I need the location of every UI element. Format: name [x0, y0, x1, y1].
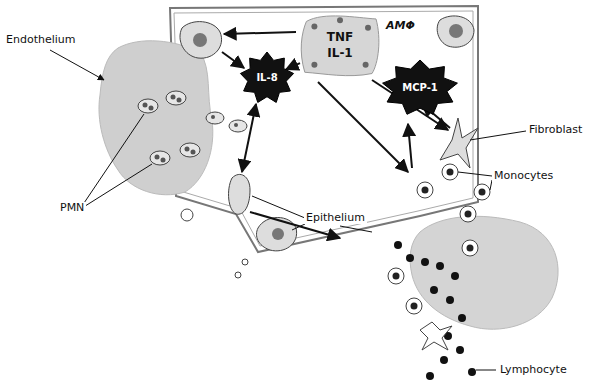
cell-label: Monocytes: [492, 170, 555, 182]
cytokine-star: IL-8: [240, 52, 294, 104]
node-text: TNF IL-1: [320, 29, 360, 61]
lymph-region: [410, 216, 558, 329]
endothelium-blob: [99, 41, 213, 195]
monocytes: [388, 164, 490, 314]
dendritic-cell: [420, 322, 452, 350]
signal-connector: [286, 63, 300, 69]
cell-label: Fibroblast: [527, 124, 584, 136]
structure-label: Endothelium: [4, 34, 78, 46]
cell-label: AMΦ: [384, 20, 417, 32]
cell-label: Lymphocyte: [498, 364, 569, 376]
node-text: IL-8: [256, 71, 277, 85]
lymphocytes: [394, 241, 476, 380]
alveolar-wall-inner: [174, 11, 473, 246]
epithelium-cells: [229, 174, 297, 250]
macrophage-cell: TNF IL-1: [300, 14, 380, 76]
cell-outline: [300, 14, 380, 76]
leader-lines: [50, 50, 526, 370]
alveolar-wall: [170, 6, 478, 252]
free-cells: [181, 209, 248, 278]
node-text: MCP-1: [402, 81, 438, 95]
structure-label: Epithelium: [304, 212, 367, 224]
pmn-cells: [138, 91, 247, 165]
cell-label: PMN: [58, 202, 86, 214]
cytokine-star: MCP-1: [382, 60, 458, 116]
